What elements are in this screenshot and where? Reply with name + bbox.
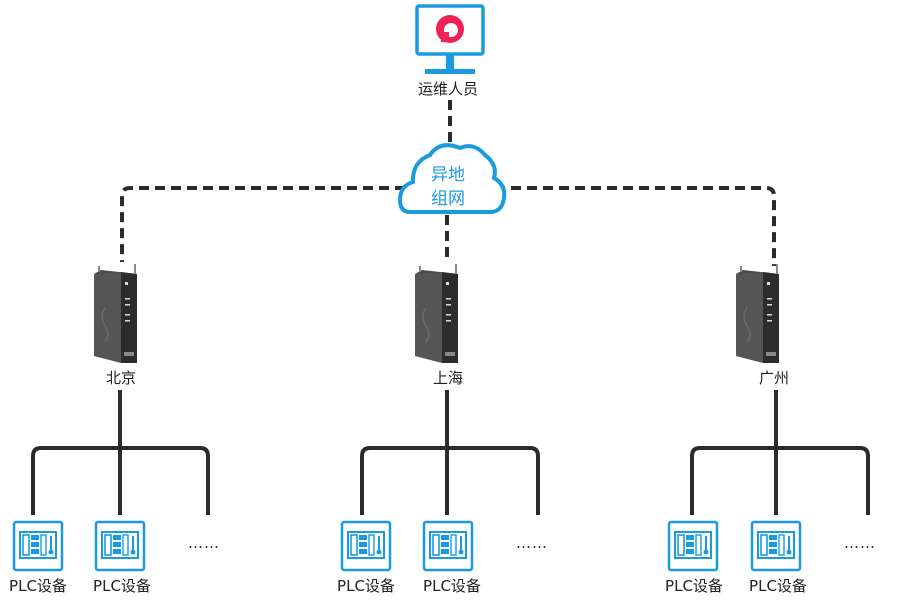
plc-label: PLC设备 — [93, 577, 151, 595]
site-label-shanghai: 上海 — [432, 369, 464, 387]
more-devices-ellipsis: …… — [516, 534, 548, 552]
plc-icon — [340, 520, 392, 572]
plc-icon — [750, 520, 802, 572]
device-links — [31, 390, 870, 515]
cloud-icon — [397, 143, 507, 214]
plc-icon — [12, 520, 64, 572]
plc-label: PLC设备 — [337, 577, 395, 595]
operator-label: 运维人员 — [417, 80, 479, 98]
site-label-guangzhou: 广州 — [758, 369, 790, 387]
plc-label: PLC设备 — [423, 577, 481, 595]
monitor-icon — [415, 4, 485, 74]
plc-label: PLC设备 — [749, 577, 807, 595]
more-devices-ellipsis: …… — [844, 534, 876, 552]
vpn-links — [120, 100, 776, 266]
more-devices-ellipsis: …… — [188, 534, 220, 552]
guangzhou-link — [495, 186, 776, 266]
cloud-label-2: 组网 — [431, 189, 465, 209]
plc-icon — [94, 520, 146, 572]
beijing-link — [120, 186, 405, 262]
plc-icon — [667, 520, 719, 572]
plc-label: PLC设备 — [9, 577, 67, 595]
router-icon — [414, 263, 459, 364]
plc-icon — [422, 520, 474, 572]
router-icon — [93, 263, 138, 364]
plc-label: PLC设备 — [665, 577, 723, 595]
router-icon — [735, 263, 780, 364]
cloud-label-1: 异地 — [431, 165, 465, 185]
site-label-beijing: 北京 — [105, 369, 137, 387]
